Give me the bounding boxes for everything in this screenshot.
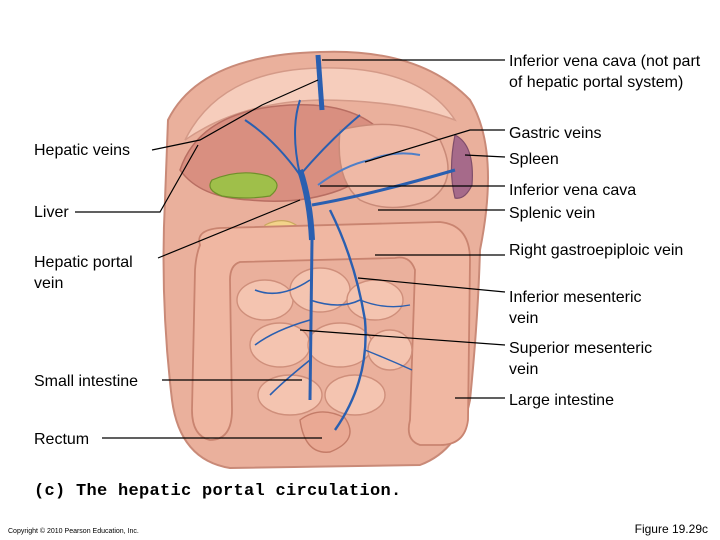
label-small-intestine: Small intestine [34, 373, 139, 390]
inferior-mesenteric-vein [328, 209, 413, 431]
leader-lines [75, 59, 506, 439]
inferior-vena-cava-upper [315, 54, 325, 111]
large-intestine [191, 221, 471, 446]
superior-mesenteric-vein [254, 239, 361, 401]
diaphragm [184, 67, 457, 141]
label-splenic-vein: Splenic vein [509, 205, 596, 222]
label-right-gastroepiploic-vein: Right gastroepiploic vein [509, 242, 684, 259]
label-spleen: Spleen [509, 151, 559, 168]
label-inferior-vena-cava-top: Inferior vena cava (not part of hepatic … [509, 53, 701, 91]
label-inferior-mesenteric-vein: Inferior mesenteric vein [509, 289, 642, 327]
label-hepatic-veins: Hepatic veins [34, 142, 131, 159]
label-hepatic-portal-vein: Hepatic portal vein [34, 254, 133, 292]
label-large-intestine: Large intestine [509, 392, 614, 409]
label-liver: Liver [34, 204, 69, 221]
hepatic-veins [244, 99, 361, 176]
splenic-vein [311, 168, 456, 207]
spleen [450, 134, 473, 199]
label-gastric-veins: Gastric veins [509, 125, 602, 142]
label-inferior-vena-cava: Inferior vena cava [509, 182, 637, 199]
figure-caption: (c) The hepatic portal circulation. [34, 482, 402, 501]
rectum [299, 411, 351, 453]
label-rectum: Rectum [34, 431, 90, 448]
figure-number: Figure 19.29c [634, 522, 708, 536]
copyright-notice: Copyright © 2010 Pearson Education, Inc. [8, 528, 139, 535]
gallbladder [209, 172, 278, 199]
hepatic-portal-vein [297, 169, 315, 241]
small-intestine [236, 267, 413, 416]
label-superior-mesenteric-vein: Superior mesenteric vein [509, 340, 653, 378]
